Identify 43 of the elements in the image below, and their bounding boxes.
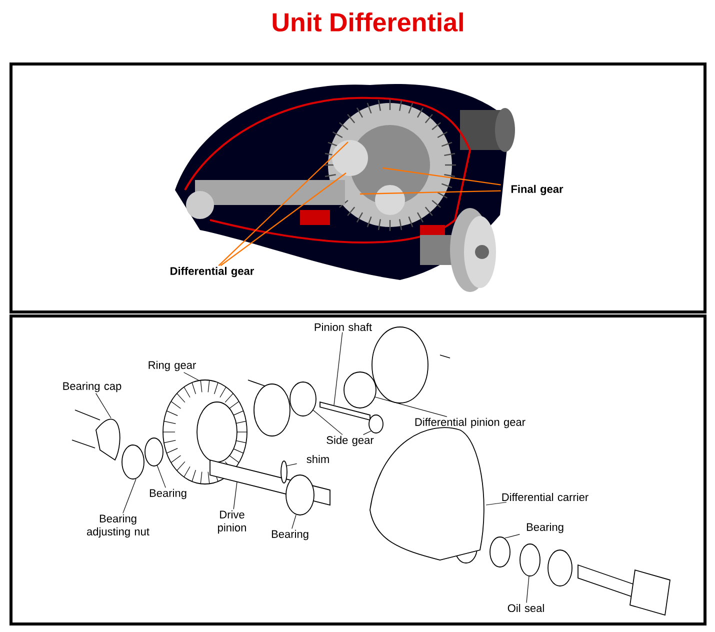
side-gear-drawing — [290, 382, 316, 416]
leader-line — [360, 190, 501, 195]
side-gear-drawing — [368, 414, 384, 434]
leader-line — [374, 396, 448, 417]
leader-line — [233, 482, 238, 510]
oil-seal-drawing — [520, 544, 540, 576]
leader-line — [96, 393, 112, 418]
part-label: Final gear — [511, 184, 564, 196]
leader-line — [122, 478, 136, 514]
leader-line — [312, 410, 343, 435]
part-label: Drive pinion — [218, 510, 246, 534]
part-label: Differential gear — [170, 266, 254, 278]
leader-line — [156, 464, 166, 488]
part-label: Differential pinion gear — [415, 418, 526, 428]
part-label: Oil seal — [508, 604, 544, 612]
part-label: Side gear — [326, 436, 374, 446]
leader-line — [286, 463, 298, 466]
leader-line — [504, 534, 520, 538]
bearing-drawing — [286, 474, 314, 516]
part-label: Bearing cap — [63, 382, 122, 392]
leader-line — [220, 172, 346, 266]
part-label: Bearing — [150, 488, 186, 500]
ring-gear-drawing — [162, 380, 248, 484]
title: Unit Differential — [272, 12, 463, 32]
adjusting-nut-drawing — [122, 444, 144, 480]
part-label: Ring gear — [148, 360, 196, 372]
part-label: Differential carrier — [502, 492, 588, 502]
bearing-drawing — [144, 438, 164, 466]
bearing-cap-drawing — [96, 418, 120, 460]
leader-line — [292, 514, 296, 529]
leader-line — [526, 576, 530, 604]
part-label: Pinion shaft — [314, 322, 372, 332]
part-label: Bearing — [272, 530, 308, 540]
pinion-gear-drawing — [344, 372, 376, 408]
part-label: Bearing adjusting nut — [86, 514, 150, 538]
leader-line — [486, 502, 507, 506]
leader-line — [382, 167, 501, 186]
leader-line — [363, 430, 372, 435]
part-label: Bearing — [526, 522, 564, 534]
part-label: shim — [306, 454, 329, 464]
bearing-drawing — [490, 536, 510, 568]
leader-line — [218, 142, 348, 266]
leader-line — [184, 372, 200, 382]
